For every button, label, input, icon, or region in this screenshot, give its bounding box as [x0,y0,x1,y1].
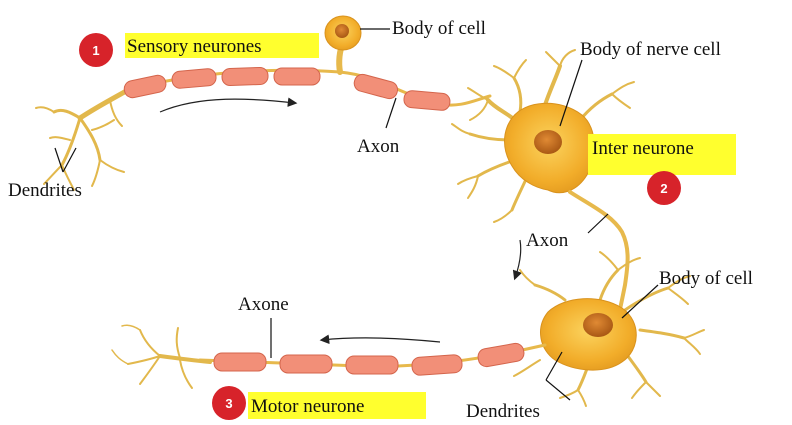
inter-flow-arrow [515,240,521,278]
inter-neurone [452,50,634,318]
myelin-segment [346,356,398,374]
motor-neurone [112,252,704,406]
motor-terminal-branches [112,325,210,388]
myelin-segment [123,74,168,99]
label-body-of-cell-bottom: Body of cell [659,268,753,289]
myelin-segment [214,353,266,371]
label-sensory-neurones: Sensory neurones [127,36,262,57]
badge-2: 2 [647,171,681,205]
myelin-segment [274,68,320,85]
label-motor-neurone: Motor neurone [251,396,364,417]
myelin-segment [403,90,450,111]
motor-axon-segments [214,342,525,376]
myelin-segment [280,355,332,373]
label-dendrites-bottom: Dendrites [466,401,540,422]
svg-text:3: 3 [225,396,232,411]
motor-nucleus [583,313,613,337]
label-axon-middle: Axon [526,230,569,251]
svg-text:2: 2 [660,181,667,196]
sensory-dendrites [36,90,128,190]
myelin-segment [171,68,216,89]
label-body-of-cell-top: Body of cell [392,18,486,39]
sensory-axon-segments [123,67,451,111]
myelin-segment [222,67,269,86]
badge-1: 1 [79,33,113,67]
label-body-of-nerve-cell: Body of nerve cell [580,39,721,60]
myelin-segment [411,354,462,375]
label-inter-neurone: Inter neurone [592,138,694,159]
motor-cell-body [541,299,637,370]
sensory-flow-arrow [160,99,295,112]
label-dendrites-left: Dendrites [8,180,82,201]
inter-nucleus [534,130,562,154]
svg-text:1: 1 [92,43,99,58]
label-axone: Axone [238,294,289,315]
badge-3: 3 [212,386,246,420]
motor-flow-arrow [322,338,440,342]
myelin-segment [477,342,525,368]
label-axon-top: Axon [357,136,400,157]
myelin-segment [352,73,399,101]
sensory-nucleus [335,24,349,38]
